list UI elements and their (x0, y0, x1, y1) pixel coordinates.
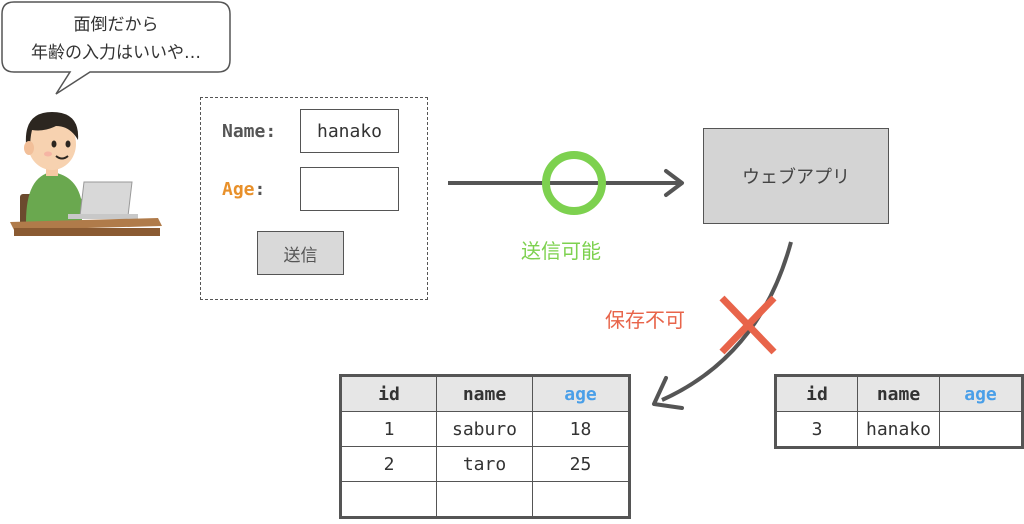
cell-age (939, 411, 1023, 448)
cell-age (532, 481, 630, 518)
speech-bubble-line-2: 年齢の入力はいいや… (31, 43, 201, 63)
desk-shape (14, 228, 160, 236)
rejected-record-table: id name age 3 hanako (774, 374, 1024, 449)
cell-name: saburo (436, 411, 533, 447)
speech-bubble-line-1: 面倒だから (73, 15, 159, 35)
table-header-row: id name age (340, 375, 630, 412)
column-header-age: age (939, 375, 1023, 412)
curved-arrow-icon (661, 241, 793, 402)
save-status-text: 保存不可 (605, 308, 685, 332)
cell-age: 25 (532, 446, 630, 482)
hair-shape (25, 112, 79, 150)
name-label: Name: (222, 121, 277, 142)
send-arrow-group (448, 151, 684, 215)
body-shape (26, 172, 82, 222)
curved-arrow-head-icon (652, 376, 684, 410)
age-label: Age: (222, 179, 265, 200)
column-header-age: age (532, 375, 630, 412)
send-status-text: 送信可能 (521, 239, 601, 263)
database-table: id name age 1 saburo 18 2 taro 25 (339, 374, 631, 519)
cell-id: 1 (340, 411, 437, 447)
cell-name: taro (436, 446, 533, 482)
right-arrow-head-icon (664, 169, 684, 197)
name-input[interactable]: hanako (300, 109, 399, 153)
laptop-shape (79, 181, 133, 217)
cell-name (436, 481, 533, 518)
age-input[interactable] (300, 167, 399, 211)
cell-id: 2 (340, 446, 437, 482)
table-row: 3 hanako (775, 411, 1023, 448)
ok-circle-icon (542, 151, 606, 215)
table-row: 2 taro 25 (340, 446, 630, 482)
cell-id (340, 481, 437, 518)
age-label-colon: : (254, 179, 266, 200)
age-label-text: Age (222, 179, 255, 200)
cell-age: 18 (532, 411, 630, 447)
save-arrow-group (652, 241, 793, 410)
submit-button[interactable]: 送信 (257, 231, 344, 275)
table-row: 1 saburo 18 (340, 411, 630, 447)
speech-bubble (1, 1, 231, 95)
web-app-box: ウェブアプリ (703, 128, 889, 224)
user-at-laptop-illustration (10, 112, 162, 236)
cell-id: 3 (775, 411, 858, 448)
ng-cross-stroke-icon (719, 295, 777, 355)
table-header-row: id name age (775, 375, 1023, 412)
column-header-name: name (436, 375, 533, 412)
column-header-id: id (775, 375, 858, 412)
column-header-name: name (857, 375, 940, 412)
column-header-id: id (340, 375, 437, 412)
cell-name: hanako (857, 411, 940, 448)
table-row (340, 481, 630, 518)
